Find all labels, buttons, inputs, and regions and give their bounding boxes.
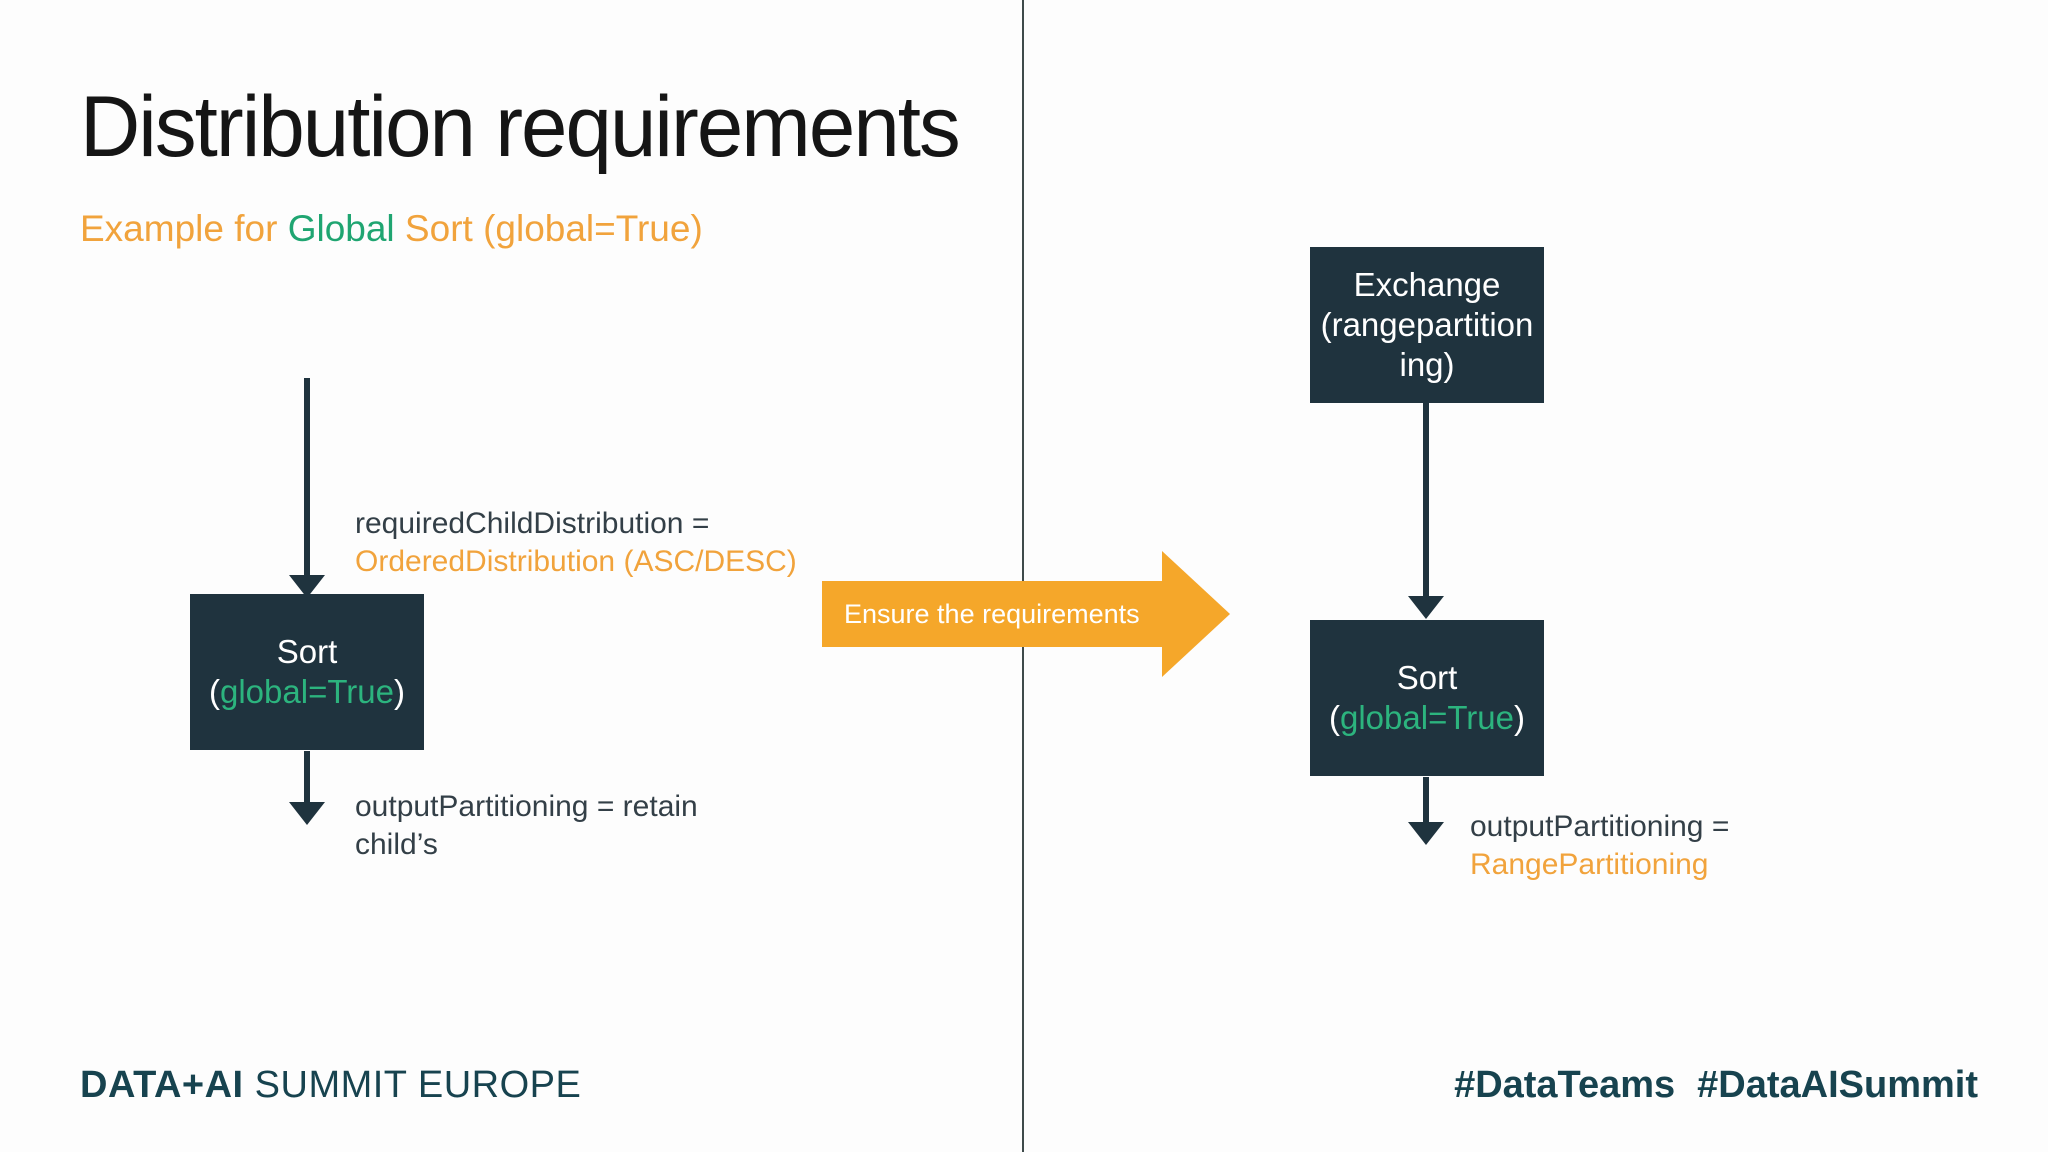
page-title: Distribution requirements [80,79,961,175]
hashtag-dataaisummit: #DataAISummit [1697,1064,1978,1106]
annotation-line-orange: OrderedDistribution (ASC/DESC) [355,545,797,578]
annotation-line-orange: RangePartitioning [1470,848,1709,881]
annotation-line-dark: child’s [355,828,438,861]
annotation-line-dark: outputPartitioning = retain [355,790,698,823]
output-partitioning-left-annotation: outputPartitioning = retain child’s [355,788,698,864]
subtitle-highlight: Global [287,208,395,249]
data-ai-summit-logo: DATA+AI SUMMIT EUROPE [80,1064,581,1107]
sort-node-right: Sort (global=True) [1310,620,1544,776]
required-child-distribution-annotation: requiredChildDistribution = OrderedDistr… [355,505,797,581]
subtitle-suffix: Sort (global=True) [394,208,703,249]
arrow-down-icon [289,802,325,825]
paren-open: ( [209,673,220,710]
slide-subtitle: Example for Global Sort (global=True) [80,208,703,250]
subtitle-prefix: Example for [80,208,288,249]
node-param: global=True [1340,699,1514,736]
hashtag-datateams: #DataTeams [1454,1064,1676,1106]
node-title: Sort [1396,659,1458,696]
node-subtitle: (global=True) [1329,698,1525,738]
arrow-line [304,751,310,805]
arrow-down-icon [289,575,325,598]
paren-close: ) [1513,699,1525,736]
sort-node-left: Sort (global=True) [190,594,424,750]
arrow-line [1423,403,1429,599]
annotation-line-dark: outputPartitioning = [1470,810,1730,843]
node-title: Exchange [1353,266,1501,303]
annotation-line-dark: requiredChildDistribution = [355,507,710,540]
paren-close: ) [393,673,405,710]
node-title: Sort [276,633,338,670]
paren-open: ( [1329,699,1340,736]
arrow-down-icon [1408,822,1444,845]
arrow-down-icon [1408,596,1444,619]
logo-regular-part: SUMMIT EUROPE [243,1064,582,1106]
exchange-node: Exchange (rangepartitioning) [1310,247,1544,403]
logo-bold-part: DATA+AI [80,1064,244,1106]
node-subtitle: (global=True) [209,672,405,712]
event-hashtags: #DataTeams #DataAISummit [1454,1064,1978,1107]
arrow-line [304,378,310,578]
slide-divider-line [1022,0,1024,1152]
node-subtitle: (rangepartitioning) [1320,306,1534,383]
arrow-right-icon [1162,551,1230,677]
ensure-arrow-body: Ensure the requirements [822,581,1162,647]
output-partitioning-right-annotation: outputPartitioning = RangePartitioning [1470,808,1729,884]
node-param: global=True [220,673,394,710]
arrow-line [1423,777,1429,825]
